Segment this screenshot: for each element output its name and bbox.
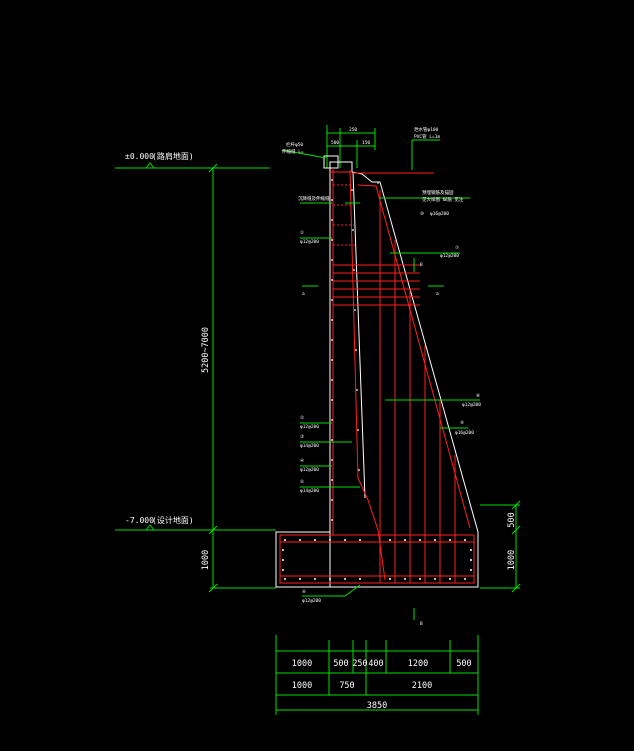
base-thickness-label: 1000 xyxy=(201,550,211,570)
rebar-layout xyxy=(279,168,475,584)
pipe-note-2: PVC管 L=1m xyxy=(414,133,440,140)
right-upper-label: 500 xyxy=(507,512,517,527)
rebar-6: φ12@200 xyxy=(302,598,321,604)
level-bottom-label: (设计地面) xyxy=(152,515,194,525)
dim-row1-4: 1200 xyxy=(408,659,428,669)
rebar-8: φ12@200 xyxy=(462,402,481,408)
section-mark-d: a xyxy=(436,292,439,297)
circ-5: ⑤ xyxy=(300,479,305,485)
height-range-label: 5200~7000 xyxy=(201,327,211,373)
level-top: ±0.000 (路肩地面) xyxy=(115,151,270,169)
section-mark-c: a xyxy=(302,292,305,297)
dim-row1-1: 500 xyxy=(333,659,348,669)
dim-total: 3850 xyxy=(367,701,387,711)
circ-9: ⑨ xyxy=(460,420,465,426)
rebar-9: φ16@200 xyxy=(455,430,474,436)
dim-row2-0: 1000 xyxy=(292,681,312,691)
section-marks: a a B B xyxy=(302,258,444,627)
dim-row1-0: 1000 xyxy=(292,659,312,669)
right-lower-label: 1000 xyxy=(507,550,517,570)
right-dimension: 500 1000 xyxy=(480,500,521,593)
dim-row1-2: 250 xyxy=(352,659,367,669)
rebar-1: φ12@200 xyxy=(300,239,319,245)
section-mark-a: B xyxy=(420,262,423,268)
top-dim-c: 150 xyxy=(362,140,370,146)
level-top-label: (路肩地面) xyxy=(152,151,194,161)
circ-2: ② xyxy=(300,415,305,421)
circ-4: ④ xyxy=(300,458,305,464)
top-dim-a: 250 xyxy=(349,127,357,133)
rebar-5: φ14@200 xyxy=(300,488,319,494)
bottom-dimensions: 1000 500 250 400 1200 500 1000 750 2100 … xyxy=(275,635,479,715)
circ-1: ① xyxy=(300,230,305,236)
slope-note-1: 预埋钢筋及锚固 xyxy=(422,189,454,196)
top-left-note-2: 伸缩缝 L= xyxy=(282,148,304,155)
dim-row1-5: 500 xyxy=(456,659,471,669)
leaders: 泄水管φ100 PVC管 L=1m 栏杆φ50 伸缩缝 L= 沉降缝及伸缩缝 预… xyxy=(281,126,481,604)
slope-note-2: 见大样图 纵筋 见注 xyxy=(422,196,464,203)
dim-row2-1: 750 xyxy=(339,681,354,691)
top-dimensions: 250 500 150 xyxy=(326,125,376,168)
top-dim-b: 500 xyxy=(331,140,339,146)
wall-outline xyxy=(275,155,479,588)
joint-note: 沉降缝及伸缩缝 xyxy=(298,195,330,202)
rebar-4: φ12@200 xyxy=(300,467,319,473)
rebar-10: φ16@200 xyxy=(430,211,449,217)
circ-3: ③ xyxy=(300,434,305,440)
dim-row1-3: 400 xyxy=(368,659,383,669)
dim-row2-2: 2100 xyxy=(412,681,432,691)
stem-rebar-dots xyxy=(331,179,360,521)
top-left-note-1: 栏杆φ50 xyxy=(286,141,303,148)
height-dimension: 5200~7000 1000 xyxy=(201,163,276,593)
level-bottom: -7.000 (设计地面) xyxy=(115,515,276,531)
pipe-note-1: 泄水管φ100 xyxy=(414,126,439,133)
rebar-2: φ12@200 xyxy=(300,424,319,430)
level-bottom-value: -7.000 xyxy=(125,516,154,525)
circ-8: ⑧ xyxy=(476,393,481,399)
base-rebar-dots xyxy=(282,539,472,580)
section-mark-b: B xyxy=(420,621,423,627)
circ-10: ⑩ xyxy=(420,211,425,217)
rebar-3: φ14@200 xyxy=(300,443,319,449)
level-top-value: ±0.000 xyxy=(125,152,154,161)
rebar-7: φ12@200 xyxy=(440,253,459,259)
circ-6: ⑥ xyxy=(302,589,307,595)
circ-7: ⑦ xyxy=(455,245,460,251)
